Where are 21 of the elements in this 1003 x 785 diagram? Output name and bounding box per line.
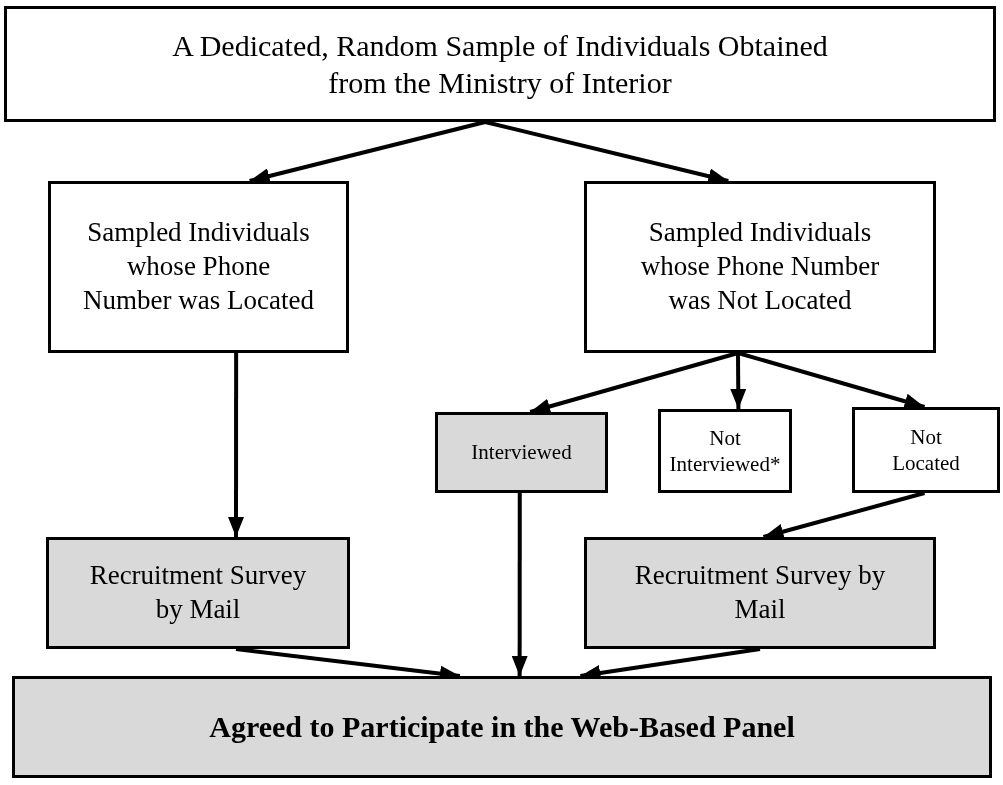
box-label: Interviewed xyxy=(471,439,572,466)
box-label: Sampled Individuals whose Phone Number was Not Located xyxy=(639,216,881,317)
box-label: A Dedicated, Random Sample of Individuals Obtained from the Ministry of Interior xyxy=(171,27,829,101)
arrow xyxy=(730,353,747,409)
box-label: Not Interviewed* xyxy=(668,424,782,478)
process-box xyxy=(658,409,792,493)
process-box xyxy=(435,412,608,493)
arrow xyxy=(228,353,244,537)
box-label: Sampled Individuals whose Phone Number was Located xyxy=(82,216,315,317)
box-label: Recruitment Survey by Mail xyxy=(88,559,308,626)
box-label: Recruitment Survey by Mail xyxy=(633,559,887,626)
process-box xyxy=(46,537,350,649)
process-box xyxy=(584,537,936,649)
box-label: Not Located xyxy=(891,423,961,477)
process-box xyxy=(584,181,936,353)
arrow xyxy=(511,493,528,676)
process-box xyxy=(12,676,992,778)
process-box xyxy=(48,181,349,353)
box-label: Agreed to Participate in the Web-Based Panel xyxy=(209,709,795,746)
process-box xyxy=(852,407,1000,493)
process-box xyxy=(4,6,996,122)
